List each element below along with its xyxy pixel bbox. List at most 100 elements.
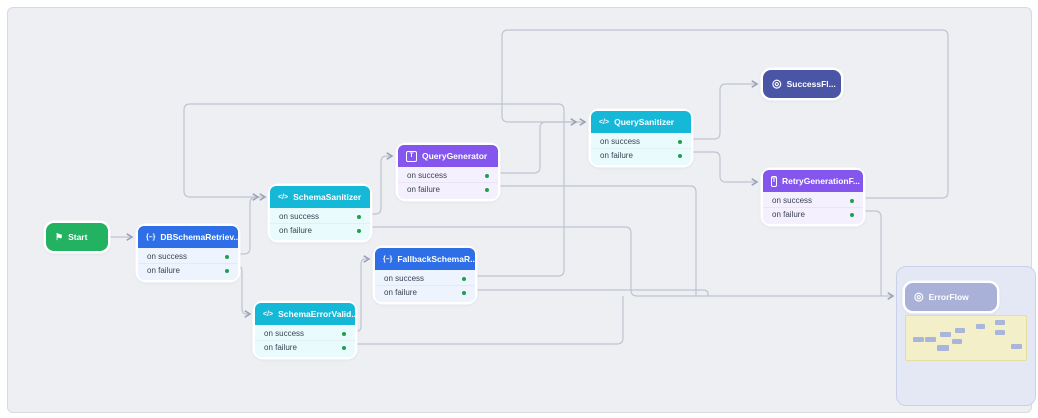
edge-schema-error-validator-success-to-fallback [355,255,371,332]
node-query-generator[interactable]: T QueryGenerator on success on failure [398,145,498,199]
template-icon: T [771,175,777,187]
minimap-node-8 [995,330,1005,335]
node-label: SuccessFl... [786,79,836,89]
edge-query-sanitizer-failure-to-retry [691,151,759,186]
edge-retry-success-loop-to-query-sanitizer [501,29,949,199]
node-label: QuerySanitizer [614,117,675,127]
flow-canvas[interactable]: ◎ ErrorFlow ⚑ Start {–} DBSchemaRetriev... o… [7,7,1036,413]
port-row-on-failure[interactable]: on failure [270,223,370,237]
port-label: on success [384,274,425,283]
node-label: SchemaSanitizer [293,192,362,202]
output-port[interactable] [485,187,489,192]
port-label: on success [772,196,813,205]
port-row-on-failure[interactable]: on failure [138,263,238,277]
target-icon: ◎ [914,290,924,303]
port-label: on success [147,252,188,261]
output-port[interactable] [850,198,854,203]
output-port[interactable] [850,212,854,217]
output-port[interactable] [678,153,682,158]
node-body: on success on failure [138,248,238,280]
output-port[interactable] [225,254,229,259]
output-port[interactable] [357,228,361,233]
edge-query-generator-success-to-query-sanitizer [498,118,587,174]
edge-fallback-failure-to-error-flow [475,289,709,296]
edges-layer [100,29,949,345]
edge-schema-sanitizer-success-to-query-generator [370,152,394,215]
node-label: DBSchemaRetriev... [160,232,238,242]
port-label: on success [600,137,641,146]
code-icon: </> [278,193,289,201]
output-port[interactable] [462,276,466,281]
minimap[interactable] [905,315,1027,361]
node-header[interactable]: {–}FallbackSchemaR... [375,248,475,270]
minimap-node-0 [913,337,924,342]
minimap-node-2 [940,332,951,337]
minimap-node-5 [952,339,962,344]
output-port[interactable] [678,139,682,144]
port-label: on failure [600,151,633,160]
node-body: on success on failure [763,192,863,224]
port-label: on failure [147,266,180,275]
minimap-node-4 [955,328,965,333]
minimap-node-3 [937,345,949,351]
node-label: SchemaErrorValid... [278,309,355,319]
node-query-sanitizer[interactable]: </>QuerySanitizer on success on failure [591,111,691,165]
node-body: on success on failure [255,325,355,357]
node-label: Start [68,232,88,242]
port-label: on failure [264,343,297,352]
output-port[interactable] [225,268,229,273]
port-label: on success [407,171,448,180]
edge-db-failure-to-schema-error-validator [238,266,252,318]
output-port[interactable] [342,345,346,350]
port-row-on-success[interactable]: on success [255,327,355,340]
node-error-flow[interactable]: ◎ ErrorFlow [905,283,997,311]
port-row-on-success[interactable]: on success [138,250,238,263]
output-port[interactable] [342,331,346,336]
node-label: QueryGenerator [422,151,488,161]
braces-icon: {–} [146,233,156,241]
node-header[interactable]: </> SchemaSanitizer [270,186,370,208]
port-row-on-failure[interactable]: on failure [255,340,355,354]
code-icon: </> [263,310,274,318]
port-row-on-failure[interactable]: on failure [591,148,691,162]
port-label: on success [264,329,305,338]
node-fallback-schema-retriever[interactable]: {–}FallbackSchemaR... on success on failur… [375,248,475,302]
node-schema-error-validator[interactable]: </> SchemaErrorValid... on success on failu… [255,303,355,357]
output-port[interactable] [462,290,466,295]
node-header[interactable]: </>QuerySanitizer [591,111,691,133]
port-row-on-failure[interactable]: on failure [763,207,863,221]
port-row-on-success[interactable]: on success [375,272,475,285]
node-db-schema-retriever[interactable]: {–} DBSchemaRetriev... on success on failur… [138,226,238,280]
node-header[interactable]: {–} DBSchemaRetriev... [138,226,238,248]
node-label: RetryGenerationF... [781,176,860,186]
minimap-node-9 [1011,344,1022,349]
output-port[interactable] [357,214,361,219]
port-row-on-failure[interactable]: on failure [375,285,475,299]
edge-retry-failure-to-error-flow [863,210,882,296]
port-label: on success [279,212,320,221]
node-header[interactable]: T QueryGenerator [398,145,498,167]
flag-icon: ⚑ [55,231,64,242]
output-port[interactable] [485,173,489,178]
port-row-on-success[interactable]: on success [270,210,370,223]
node-retry-generation-flow[interactable]: T RetryGenerationF... on success on failure [763,170,863,224]
port-row-on-success[interactable]: on success [398,169,498,182]
edge-query-sanitizer-success-to-success-flow [691,80,759,140]
node-label: FallbackSchemaR... [397,254,475,264]
port-label: on failure [279,226,312,235]
port-row-on-failure[interactable]: on failure [398,182,498,196]
node-header[interactable]: </> SchemaErrorValid... [255,303,355,325]
port-label: on failure [772,210,805,219]
node-success-flow[interactable]: ◎SuccessFl... [763,70,841,98]
minimap-node-7 [995,320,1005,325]
port-row-on-success[interactable]: on success [591,135,691,148]
node-schema-sanitizer[interactable]: </> SchemaSanitizer on success on failure [270,186,370,240]
edge-schema-error-validator-failure-to-error-flow [355,296,624,345]
node-header[interactable]: T RetryGenerationF... [763,170,863,192]
template-icon: T [406,150,417,162]
minimap-node-1 [925,337,936,342]
port-row-on-success[interactable]: on success [763,194,863,207]
node-start[interactable]: ⚑ Start [46,223,108,251]
port-label: on failure [384,288,417,297]
